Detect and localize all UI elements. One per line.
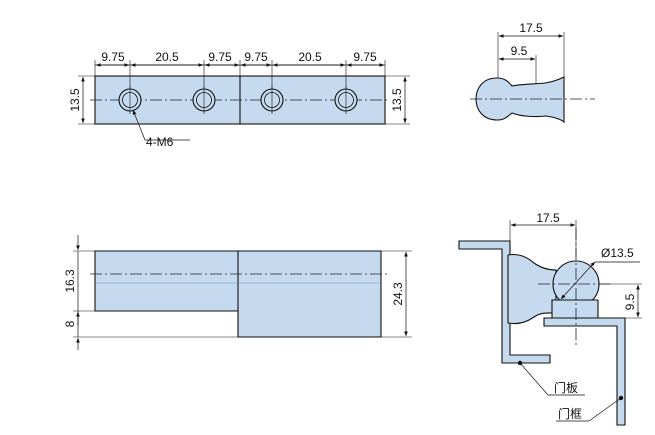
hinge-body (507, 253, 557, 325)
end-view-body (475, 76, 565, 124)
install-width: 17.5 (536, 211, 560, 225)
dim-top-5: 20.5 (298, 50, 322, 64)
end-view-inner-width: 9.5 (511, 44, 528, 58)
dim-top-3: 9.75 (208, 50, 232, 64)
dim-top-4: 9.75 (244, 50, 268, 64)
install-offset: 9.5 (623, 293, 637, 310)
hole-note-leader (132, 109, 146, 141)
install-diameter: Ø13.5 (601, 246, 634, 260)
hole-note: 4-M6 (146, 135, 174, 149)
label-door-panel: 门板 (554, 380, 578, 395)
dim-top-2: 20.5 (155, 50, 179, 64)
dim-right-height: 13.5 (390, 88, 404, 112)
door-frame-bracket (543, 317, 626, 426)
dim-total-height: 24.3 (391, 282, 405, 306)
top-view: 9.75 20.5 9.75 9.75 20.5 9.75 13.5 13.5 … (68, 50, 410, 149)
mounting-hole (334, 86, 358, 114)
mounting-hole (192, 86, 216, 114)
side-view: 16.3 8 24.3 (63, 235, 412, 350)
dim-top-1: 9.75 (101, 50, 125, 64)
mounting-hole (118, 86, 142, 114)
label-door-frame: 门框 (558, 406, 582, 421)
mounting-hole (260, 86, 284, 114)
end-view-width: 17.5 (519, 21, 543, 35)
dim-lower-height: 8 (63, 320, 77, 327)
installation-view: 17.5 Ø13.5 9.5 门板 门框 (458, 211, 642, 426)
end-view: 17.5 9.5 (470, 21, 595, 124)
dim-left-height: 13.5 (68, 88, 82, 112)
dim-top-6: 9.75 (353, 50, 377, 64)
dim-upper-height: 16.3 (63, 269, 77, 293)
hinge-mount (551, 299, 599, 319)
